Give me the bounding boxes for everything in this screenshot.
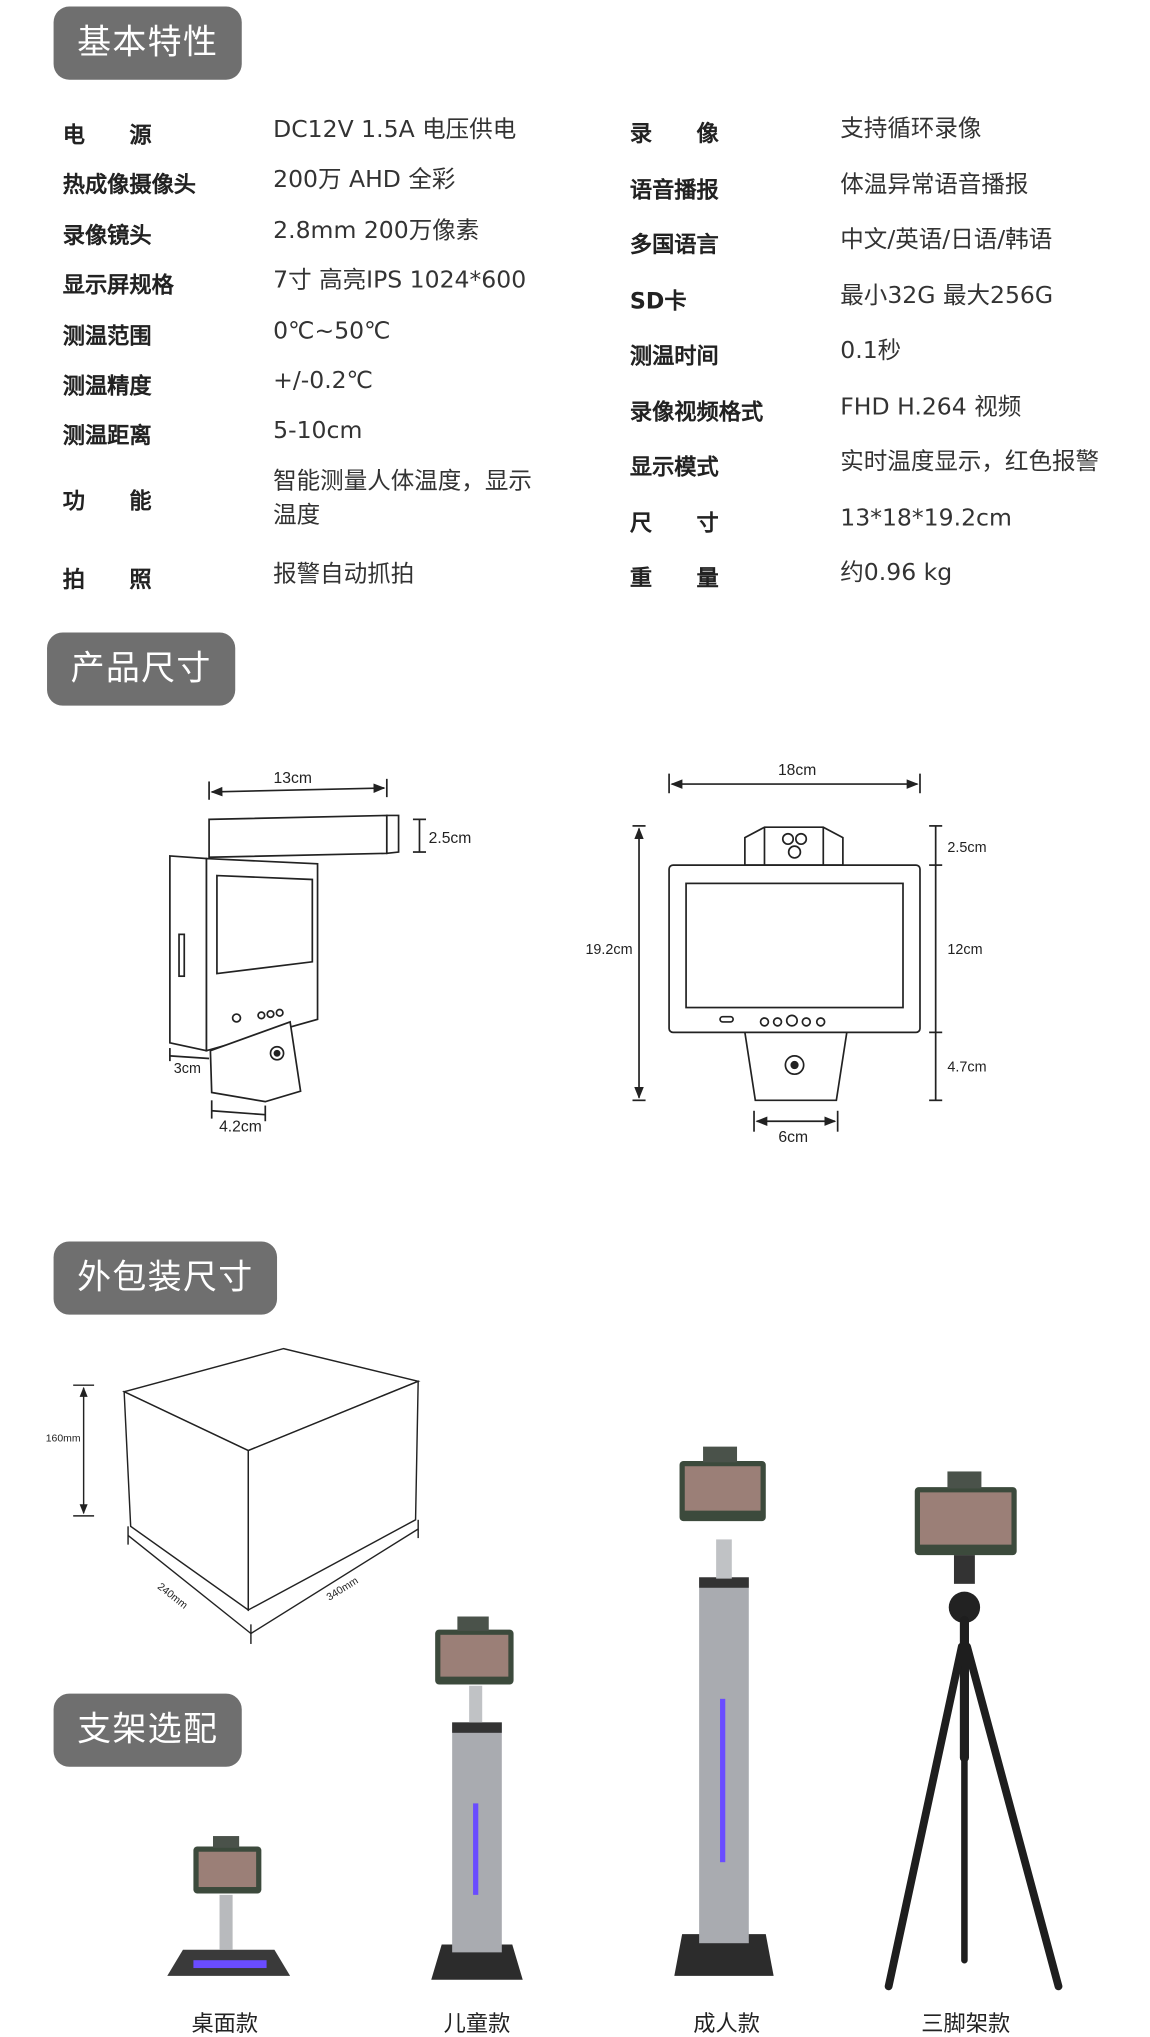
spec-label: 测温距离 — [62, 423, 152, 450]
package-height: 160mm — [46, 1433, 81, 1444]
tripod-stand-image — [884, 1471, 1063, 1991]
spec-value: 13*18*19.2cm — [840, 504, 1012, 532]
dim-side-stand: 4.2cm — [219, 1119, 262, 1136]
spec-value: 约0.96 kg — [840, 559, 953, 587]
spec-value: 0℃~50℃ — [273, 317, 391, 345]
dim-side-depth: 3cm — [174, 1061, 201, 1077]
spec-value: 智能测量人体温度，显示 — [273, 467, 532, 496]
dim-front-camera: 2.5cm — [947, 840, 986, 856]
spec-value: 中文/英语/日语/韩语 — [840, 226, 1053, 254]
dim-front-height: 19.2cm — [585, 942, 632, 958]
spec-value: 200万 AHD 全彩 — [273, 165, 456, 194]
spec-label: 尺 寸 — [629, 510, 719, 538]
spec-label: 重 量 — [629, 565, 719, 592]
dim-front-width: 18cm — [778, 762, 816, 779]
spec-label: 语音播报 — [629, 177, 719, 204]
spec-label: 多国语言 — [629, 232, 719, 259]
spec-label: 录像镜头 — [62, 223, 152, 250]
spec-label: 拍 照 — [62, 567, 152, 594]
stand-label-child: 儿童款 — [443, 2011, 511, 2037]
spec-value: +/-0.2℃ — [273, 367, 374, 395]
spec-value: 7寸 高亮IPS 1024*600 — [273, 266, 527, 295]
spec-label: 热成像摄像头 — [62, 172, 197, 199]
section-header-size: 产品尺寸 — [47, 632, 236, 706]
dim-side-width: 13cm — [274, 770, 312, 787]
dim-front-stand-width: 6cm — [778, 1129, 808, 1146]
spec-value: 2.8mm 200万像素 — [273, 216, 480, 245]
spec-label: 录 像 — [629, 121, 719, 148]
spec-value-line2: 温度 — [273, 501, 321, 530]
stand-label-tripod: 三脚架款 — [921, 2011, 1011, 2037]
spec-value: 报警自动抓拍 — [273, 560, 415, 589]
package-width: 340mm — [325, 1576, 360, 1604]
spec-value: 体温异常语音播报 — [840, 171, 1029, 199]
side-view-drawing — [169, 778, 427, 1122]
spec-label: 电 源 — [62, 122, 152, 149]
spec-value: 0.1秒 — [840, 337, 902, 365]
spec-label: 显示模式 — [629, 454, 719, 481]
spec-value: 最小32G 最大256G — [840, 282, 1054, 310]
adult-stand-image — [674, 1446, 774, 1976]
spec-label: 测温范围 — [62, 324, 152, 351]
spec-value: 实时温度显示，红色报警 — [840, 448, 1100, 476]
dim-side-camera: 2.5cm — [429, 830, 472, 847]
section-header-basic: 基本特性 — [53, 6, 242, 80]
spec-value: 5-10cm — [273, 416, 363, 445]
spec-label: 录像视频格式 — [629, 399, 764, 427]
spec-label: 显示屏规格 — [62, 273, 174, 300]
section-header-package: 外包装尺寸 — [53, 1241, 278, 1315]
desktop-stand-image — [167, 1836, 291, 1976]
stand-label-adult: 成人款 — [693, 2011, 760, 2037]
package-depth: 240mm — [155, 1581, 189, 1611]
package-box-drawing — [73, 1347, 421, 1644]
dim-front-screen: 12cm — [947, 942, 982, 958]
spec-value: 支持循环录像 — [840, 114, 982, 143]
spec-value: DC12V 1.5A 电压供电 — [273, 116, 517, 144]
front-view-drawing — [632, 773, 943, 1132]
spec-label: 测温时间 — [629, 343, 719, 370]
section-header-stand: 支架选配 — [53, 1693, 242, 1767]
spec-value: FHD H.264 视频 — [840, 393, 1022, 421]
dim-front-stand-height: 4.7cm — [947, 1060, 986, 1076]
spec-label: SD卡 — [629, 288, 687, 315]
spec-label: 功 能 — [62, 488, 152, 515]
stand-label-desktop: 桌面款 — [191, 2011, 259, 2037]
spec-label: 测温精度 — [62, 373, 152, 400]
child-stand-image — [431, 1616, 523, 1980]
